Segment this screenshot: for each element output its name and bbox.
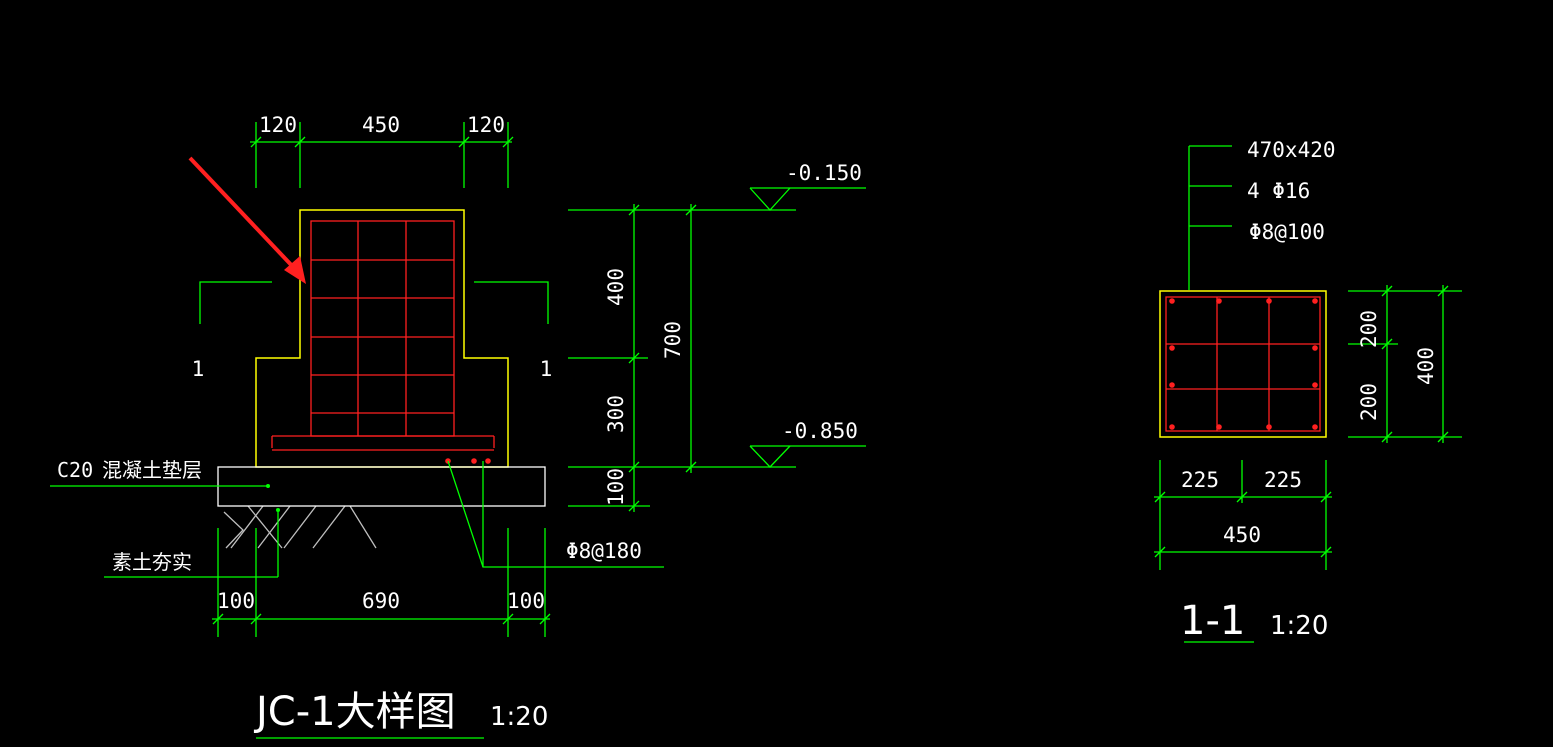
bar-label: Φ8@180	[447, 460, 664, 568]
section-dim-bottom-right: 225	[1264, 468, 1302, 492]
dim-right-total: 700	[661, 321, 685, 359]
elevation-marker-top: -0.150	[749, 161, 866, 211]
section-dim-right-total: 400	[1414, 347, 1438, 385]
dim-bottom-left: 100	[217, 589, 255, 613]
label-bar-spacing: Φ8@180	[566, 539, 642, 563]
section-bar-dot	[1169, 298, 1175, 304]
section-title-block: 1-1 1:20	[1180, 598, 1328, 644]
red-arrow-annotation	[188, 156, 306, 284]
dim-bottom-middle: 690	[362, 589, 400, 613]
section-main-bar-label: 4 Φ16	[1247, 179, 1310, 203]
cushion-label: C20 混凝土垫层	[50, 458, 270, 488]
section-bar-dot	[1312, 382, 1318, 388]
rebar-dot	[485, 458, 491, 464]
section-bar-dot	[1312, 298, 1318, 304]
dim-right-lower: 100	[604, 468, 628, 506]
elevation-bottom: -0.850	[782, 419, 858, 443]
section-right-dimension: 200 200 400	[1348, 285, 1462, 443]
elevation-marker-bottom: -0.850	[749, 419, 866, 468]
section-title: 1-1	[1180, 598, 1245, 644]
top-dimension: 120 450 120	[250, 113, 514, 188]
right-dimension: 400 300 100 700	[568, 204, 796, 512]
section-size-label: 470x420	[1247, 138, 1336, 162]
section-bar-dot	[1169, 345, 1175, 351]
rebar-dot	[471, 458, 477, 464]
rebar-mesh	[271, 220, 495, 464]
section-bottom-dimension: 225 225 450	[1154, 460, 1332, 570]
dim-top-left: 120	[259, 113, 297, 137]
section-dim-bottom-total: 450	[1223, 523, 1261, 547]
footing-outline	[255, 209, 509, 468]
section-dim-bottom-left: 225	[1181, 468, 1219, 492]
section-bar-dot	[1216, 424, 1222, 430]
detail-scale: 1:20	[490, 702, 548, 732]
section-bar-dot	[1312, 424, 1318, 430]
section-dim-right-lower: 200	[1357, 383, 1381, 421]
section-bar-dot	[1169, 382, 1175, 388]
section-outline	[1159, 290, 1327, 438]
dim-top-right: 120	[467, 113, 505, 137]
section-rebar	[1165, 296, 1321, 432]
section-bar-dot	[1266, 298, 1272, 304]
label-compacted-soil: 素土夯实	[112, 550, 192, 574]
section-bar-dot	[1266, 424, 1272, 430]
detail-title: JC-1大样图	[253, 689, 456, 735]
soil-label: 素土夯实	[104, 508, 280, 578]
soil-hatch	[223, 505, 377, 549]
section-bar-dot	[1216, 298, 1222, 304]
dim-right-middle: 300	[604, 395, 628, 433]
section-stirrup-label: Φ8@100	[1249, 220, 1325, 244]
cut-mark-right: 1	[540, 357, 553, 381]
section-bar-dot	[1312, 345, 1318, 351]
cut-mark-left: 1	[192, 357, 205, 381]
detail-title-block: JC-1大样图 1:20	[253, 689, 548, 739]
section-scale: 1:20	[1270, 611, 1328, 641]
label-c20: C20	[57, 458, 93, 482]
dim-bottom-right: 100	[507, 589, 545, 613]
bottom-dimension: 100 690 100	[212, 528, 551, 637]
label-cushion-layer: 混凝土垫层	[102, 458, 202, 482]
detail-view: 120 450 120 1	[50, 113, 866, 739]
section-bar-dot	[1169, 424, 1175, 430]
section-view: 470x420 4 Φ16 Φ8@100	[1154, 138, 1462, 644]
dim-top-middle: 450	[362, 113, 400, 137]
dim-right-upper: 400	[604, 268, 628, 306]
elevation-top: -0.150	[786, 161, 862, 185]
section-labels: 470x420 4 Φ16 Φ8@100	[1188, 138, 1336, 290]
section-cut-marks: 1 1	[192, 281, 553, 381]
section-dim-right-upper: 200	[1357, 310, 1381, 348]
